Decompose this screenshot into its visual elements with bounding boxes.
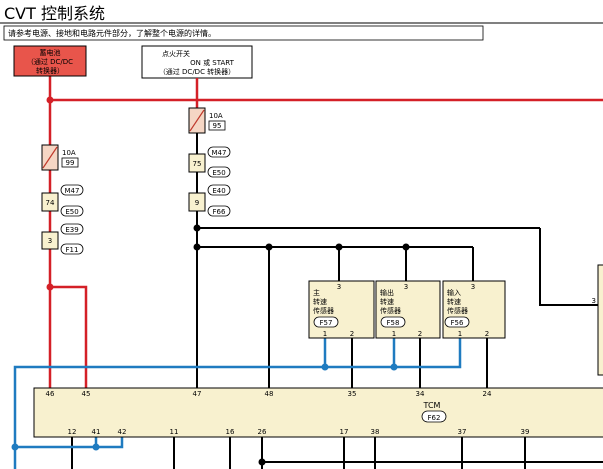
sensor-label: 输出 xyxy=(380,288,394,297)
connector-9-pin: 9 xyxy=(195,199,199,207)
tcm-top-pin: 48 xyxy=(265,390,274,398)
sensor-label: 传感器 xyxy=(313,306,334,315)
battery-label-line2: （通过 DC/DC xyxy=(27,57,73,66)
connector-75-tag-a: M47 xyxy=(212,149,227,157)
power-junction xyxy=(46,283,54,291)
tcm-top-pin: 34 xyxy=(416,390,425,398)
tcm-bottom-pin: 26 xyxy=(258,428,267,436)
sensor-pin-top: 3 xyxy=(404,283,408,291)
fuse-95: 10A 95 xyxy=(188,107,226,134)
tcm-bottom-pin: 41 xyxy=(92,428,101,436)
tcm-top-pin: 46 xyxy=(46,390,55,398)
sensor-pin-top: 3 xyxy=(337,283,341,291)
connector-74-pin: 74 xyxy=(46,199,55,207)
sensor-pin-left: 1 xyxy=(458,330,462,338)
power-wires xyxy=(48,76,603,388)
ignition-label-line2: ON 或 START xyxy=(190,58,235,67)
reference-note: 请参考电源、接地和电路元件部分，了解整个电源的详情。 xyxy=(3,25,484,41)
connector-75-pin: 75 xyxy=(193,160,202,168)
partial-component-pin: 3 xyxy=(592,297,596,305)
sensor-pin-right: 2 xyxy=(350,330,354,338)
fuse-99: 10A 99 xyxy=(41,144,79,171)
tcm-bottom-pin: 16 xyxy=(226,428,235,436)
connector-75-tag-b: E50 xyxy=(212,169,225,177)
sensor-code: F56 xyxy=(451,319,464,327)
tcm-code: F62 xyxy=(428,414,441,422)
sensor-label: 转速 xyxy=(447,297,461,306)
ignition-switch-box: 点火开关 ON 或 START （通过 DC/DC 转换器） xyxy=(141,45,253,79)
sensor-label: 输入 xyxy=(447,288,461,297)
ground-and-signal-wires xyxy=(14,133,603,469)
battery-label-line1: 蓄电池 xyxy=(40,48,61,57)
sensor-code: F57 xyxy=(320,319,333,327)
partial-right-component: 3 xyxy=(592,264,603,376)
sensor-pin-right: 2 xyxy=(485,330,489,338)
sensor-pin-right: 2 xyxy=(418,330,422,338)
tcm-top-pin: 47 xyxy=(193,390,202,398)
reference-note-text: 请参考电源、接地和电路元件部分，了解整个电源的详情。 xyxy=(8,28,216,38)
tcm-module: TCM F62 46 45 47 48 35 34 24 12 41 42 11… xyxy=(33,387,603,438)
sensor-pin-top: 3 xyxy=(471,283,475,291)
connector-3-pin: 3 xyxy=(48,237,52,245)
connector-3-tag-a: E39 xyxy=(65,226,78,234)
sensor-pin-left: 1 xyxy=(323,330,327,338)
tcm-bottom-pin: 42 xyxy=(118,428,127,436)
tcm-bottom-pin: 12 xyxy=(68,428,77,436)
sensor-label: 主 xyxy=(313,288,320,297)
tcm-bottom-pin: 38 xyxy=(371,428,380,436)
ignition-label-line3: （通过 DC/DC 转换器） xyxy=(159,67,235,76)
output-speed-sensor: 3 输出 转速 传感器 F58 1 2 xyxy=(375,280,441,339)
power-junction xyxy=(46,96,54,104)
page-title: CVT 控制系统 xyxy=(4,4,105,23)
connector-74-tag-b: E50 xyxy=(65,208,78,216)
sensor-label: 转速 xyxy=(380,297,394,306)
tcm-top-pin: 24 xyxy=(483,390,492,398)
input-speed-sensor: 3 输入 转速 传感器 F56 1 2 xyxy=(442,280,506,339)
ignition-label-line1: 点火开关 xyxy=(162,49,190,58)
battery-label-line3: 转换器） xyxy=(36,66,64,75)
tcm-bottom-pin: 11 xyxy=(170,428,179,436)
connector-9-tag-a: E40 xyxy=(212,187,225,195)
sensor-code: F58 xyxy=(387,319,400,327)
fuse-99-number: 99 xyxy=(66,159,75,167)
fuse-95-rating: 10A xyxy=(209,112,223,120)
primary-speed-sensor: 3 主 转速 传感器 F57 1 2 xyxy=(308,280,375,339)
wire-junctions xyxy=(193,224,410,466)
connector-9-tag-b: F66 xyxy=(213,208,226,216)
connector-9: 9 E40 F66 xyxy=(188,184,231,217)
connector-74: 74 M47 E50 xyxy=(41,184,84,217)
battery-source-box: 蓄电池 （通过 DC/DC 转换器） xyxy=(13,45,87,77)
connector-74-tag-a: M47 xyxy=(65,187,80,195)
fuse-95-number: 95 xyxy=(213,122,222,130)
sensor-label: 传感器 xyxy=(380,306,401,315)
tcm-label: TCM xyxy=(423,401,441,410)
tcm-bottom-pin: 17 xyxy=(340,428,349,436)
tcm-top-pin: 35 xyxy=(348,390,357,398)
connector-3-tag-b: F11 xyxy=(66,246,79,254)
connector-75: 75 M47 E50 xyxy=(188,146,231,178)
connector-3: 3 E39 F11 xyxy=(41,223,84,255)
sensor-label: 传感器 xyxy=(447,306,468,315)
tcm-top-pin: 45 xyxy=(82,390,91,398)
fuse-99-rating: 10A xyxy=(62,149,76,157)
tcm-bottom-pin: 39 xyxy=(521,428,530,436)
sensor-label: 转速 xyxy=(313,297,327,306)
tcm-bottom-pin: 37 xyxy=(458,428,467,436)
blue-junctions xyxy=(11,363,398,451)
sensor-pin-left: 1 xyxy=(392,330,396,338)
